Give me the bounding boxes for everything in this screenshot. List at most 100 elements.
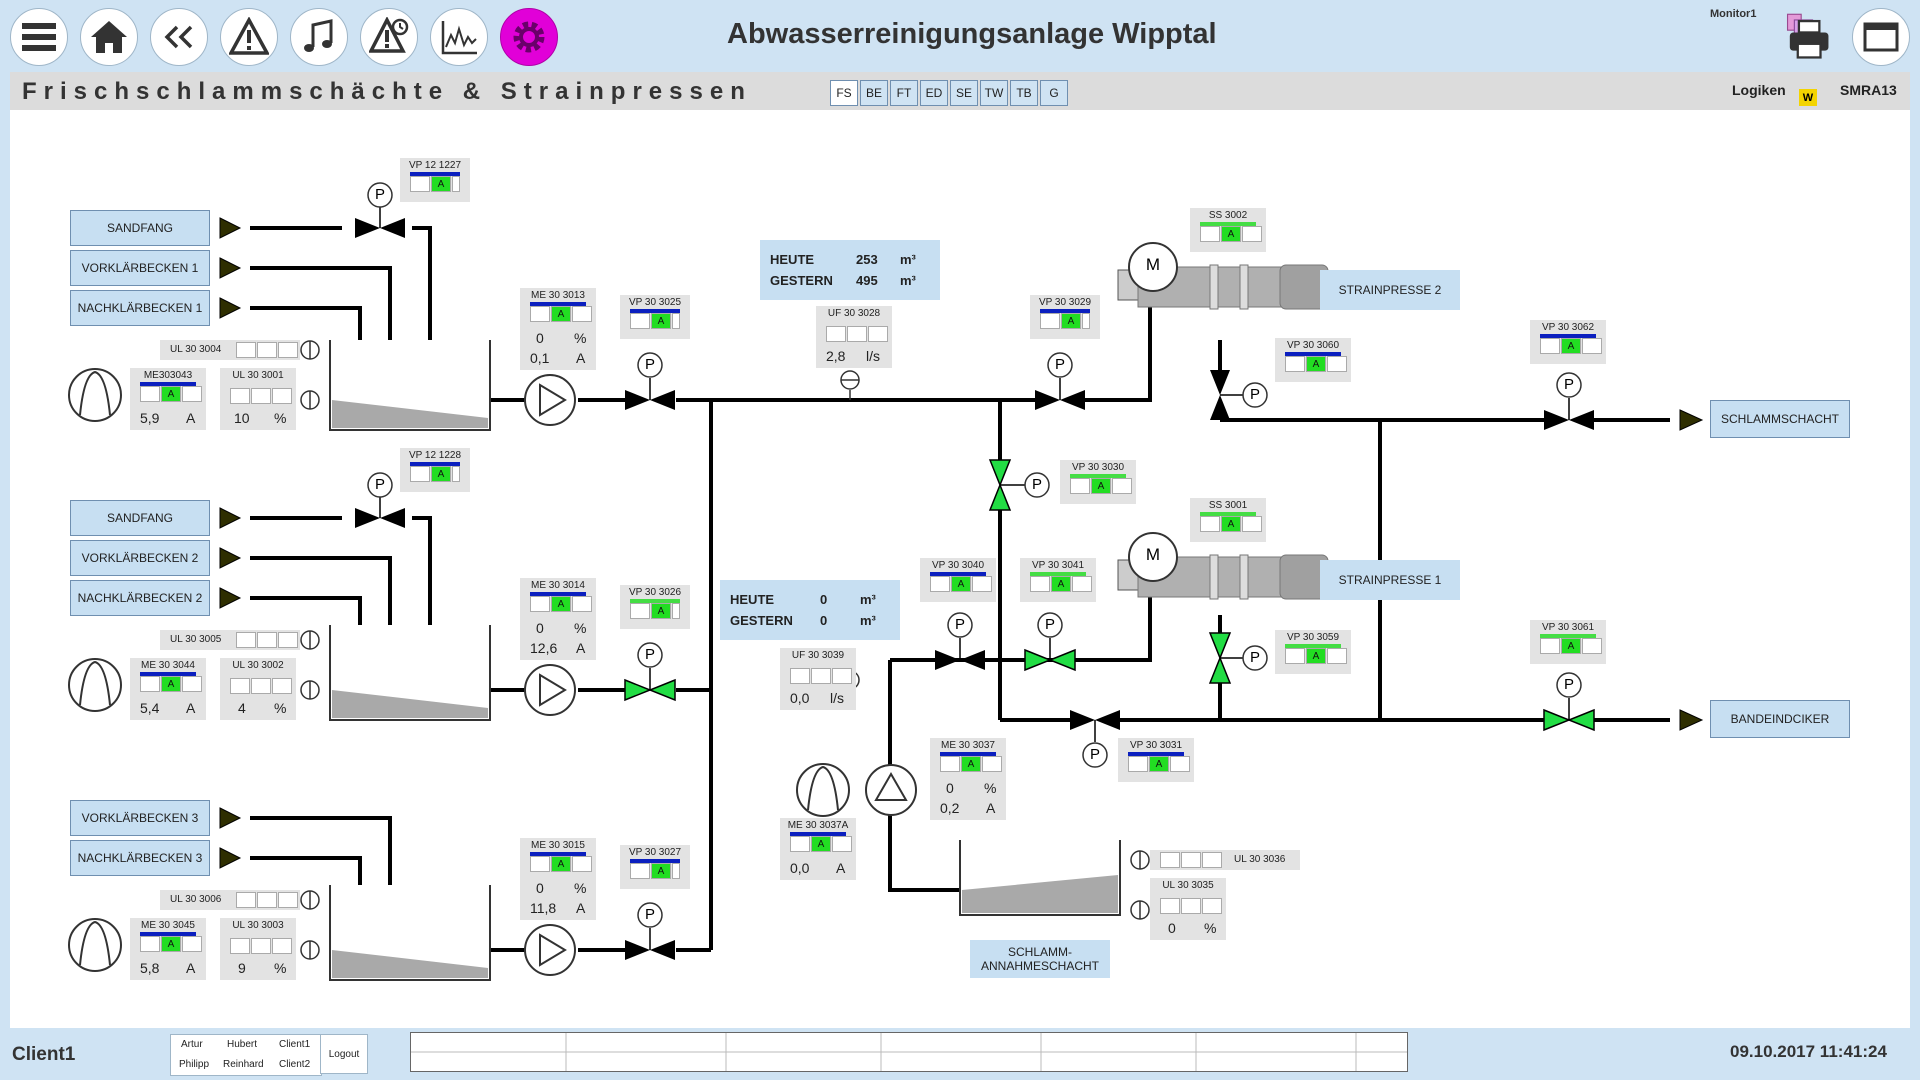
pressure-sensor-1[interactable]: P (374, 186, 385, 203)
me-3037-pct: 0 (946, 780, 954, 796)
pressure-sensor-9[interactable]: P (1249, 649, 1260, 666)
tag-me-30-3045[interactable]: ME 30 3045 A 5,8 A (130, 918, 206, 980)
status-cell: A (431, 176, 451, 192)
user-client2[interactable]: Client2 (279, 1059, 311, 1070)
tag-me-30-3014[interactable]: ME 30 3014 A 0 % 12,6 A (520, 578, 596, 660)
trend-icon[interactable] (430, 8, 488, 66)
label-schlammschacht[interactable]: SCHLAMMSCHACHT (1710, 400, 1850, 438)
pressure-sensor-2[interactable]: P (374, 476, 385, 493)
label-nachklaerbecken-1[interactable]: NACHKLÄRBECKEN 1 (70, 290, 210, 326)
tag-me-30-3037a[interactable]: ME 30 3037A A 0,0 A (780, 818, 856, 880)
tag-ul-30-3035[interactable]: UL 30 3035 0 % (1150, 878, 1226, 940)
logout-button[interactable]: Logout (320, 1034, 368, 1074)
ul-3003-value: 9 (238, 960, 246, 976)
tag-me-30-3037[interactable]: ME 30 3037 A 0 % 0,2 A (930, 738, 1006, 820)
tag-ul-30-3005[interactable]: UL 30 3005 (160, 630, 300, 650)
label-bandeindicker[interactable]: BANDEINDCIKER (1710, 700, 1850, 738)
tag-me-30-3013[interactable]: ME 30 3013 A 0 % 0,1 A (520, 288, 596, 370)
user-reinhard[interactable]: Reinhard (223, 1059, 264, 1070)
alarm-list[interactable] (410, 1032, 1408, 1072)
warning-clock-icon[interactable] (360, 8, 418, 66)
label-vorklaerbecken-3[interactable]: VORKLÄRBECKEN 3 (70, 800, 210, 836)
volume-info-1: HEUTE 253 m³ GESTERN 495 m³ (760, 240, 940, 300)
pressure-sensor-13[interactable]: P (1044, 616, 1055, 633)
window-icon[interactable] (1852, 8, 1910, 66)
pressure-sensor-10[interactable]: P (1563, 376, 1574, 393)
logiken-link[interactable]: Logiken (1732, 82, 1786, 98)
home-icon[interactable] (80, 8, 138, 66)
tag-ul-30-3004[interactable]: UL 30 3004 (160, 340, 300, 360)
me-3045-amp: 5,8 (140, 960, 160, 976)
label-schlamm-annahmeschacht[interactable]: SCHLAMM-ANNAHMESCHACHT (970, 940, 1110, 978)
label-nachklaerbecken-2[interactable]: NACHKLÄRBECKEN 2 (70, 580, 210, 616)
tab-se[interactable]: SE (950, 80, 978, 106)
motor-strainpresse-1[interactable]: M (1145, 545, 1161, 564)
pressure-sensor-7[interactable]: P (1031, 476, 1042, 493)
tag-me-30-3015[interactable]: ME 30 3015 A 0 % 11,8 A (520, 838, 596, 920)
tag-uf-30-3028[interactable]: UF 30 3028 2,8 l/s (816, 306, 892, 368)
pressure-sensor-5[interactable]: P (644, 906, 655, 923)
gear-icon[interactable] (500, 8, 558, 66)
tab-g[interactable]: G (1040, 80, 1068, 106)
tag-ul-30-3006[interactable]: UL 30 3006 (160, 890, 300, 910)
pressure-sensor-14[interactable]: P (1089, 746, 1100, 763)
client-name: Client1 (12, 1044, 76, 1065)
tab-tb[interactable]: TB (1010, 80, 1038, 106)
pressure-sensor-11[interactable]: P (1563, 676, 1574, 693)
user-client1[interactable]: Client1 (279, 1039, 311, 1050)
menu-icon[interactable] (10, 8, 68, 66)
tag-ul-30-3002[interactable]: UL 30 3002 4 % (220, 658, 296, 720)
tag-me-30-3043[interactable]: ME303043 A 5,9 A (130, 368, 206, 430)
pressure-sensor-8[interactable]: P (1249, 386, 1260, 403)
pressure-sensor-3[interactable]: P (644, 356, 655, 373)
label-vorklaerbecken-1[interactable]: VORKLÄRBECKEN 1 (70, 250, 210, 286)
music-icon[interactable] (290, 8, 348, 66)
tab-be[interactable]: BE (860, 80, 888, 106)
user-hubert[interactable]: Hubert (227, 1039, 258, 1050)
tag-ul-30-3001[interactable]: UL 30 3001 10 % (220, 368, 296, 430)
motor-strainpresse-2[interactable]: M (1145, 255, 1161, 274)
user-artur[interactable]: Artur (181, 1039, 203, 1050)
tag-me-30-3044[interactable]: ME 30 3044 A 5,4 A (130, 658, 206, 720)
tab-tw[interactable]: TW (980, 80, 1008, 106)
pressure-sensor-6[interactable]: P (1054, 356, 1065, 373)
tab-ed[interactable]: ED (920, 80, 948, 106)
label-nachklaerbecken-3[interactable]: NACHKLÄRBECKEN 3 (70, 840, 210, 876)
status-cell: A (551, 596, 571, 612)
label-vorklaerbecken-2[interactable]: VORKLÄRBECKEN 2 (70, 540, 210, 576)
tab-fs[interactable]: FS (830, 80, 858, 106)
printer-icon[interactable] (1778, 8, 1838, 66)
pressure-sensor-12[interactable]: P (954, 616, 965, 633)
tag-ul-30-3036[interactable]: UL 30 3036 (1150, 850, 1300, 870)
me-3013-pct: 0 (536, 330, 544, 346)
back-icon[interactable] (150, 8, 208, 66)
label-sandfang-1[interactable]: SANDFANG (70, 210, 210, 246)
pressure-sensor-4[interactable]: P (644, 646, 655, 663)
user-philipp[interactable]: Philipp (179, 1059, 210, 1070)
status-cell: A (1051, 576, 1071, 592)
label-strainpresse-1[interactable]: STRAINPRESSE 1 (1320, 560, 1460, 600)
label-sandfang-2[interactable]: SANDFANG (70, 500, 210, 536)
label-strainpresse-2[interactable]: STRAINPRESSE 2 (1320, 270, 1460, 310)
tag-ul-30-3003[interactable]: UL 30 3003 9 % (220, 918, 296, 980)
warning-icon[interactable] (220, 8, 278, 66)
ul-3002-value: 4 (238, 700, 246, 716)
tag-uf-30-3039[interactable]: UF 30 3039 0,0 l/s (780, 648, 856, 710)
tab-ft[interactable]: FT (890, 80, 918, 106)
